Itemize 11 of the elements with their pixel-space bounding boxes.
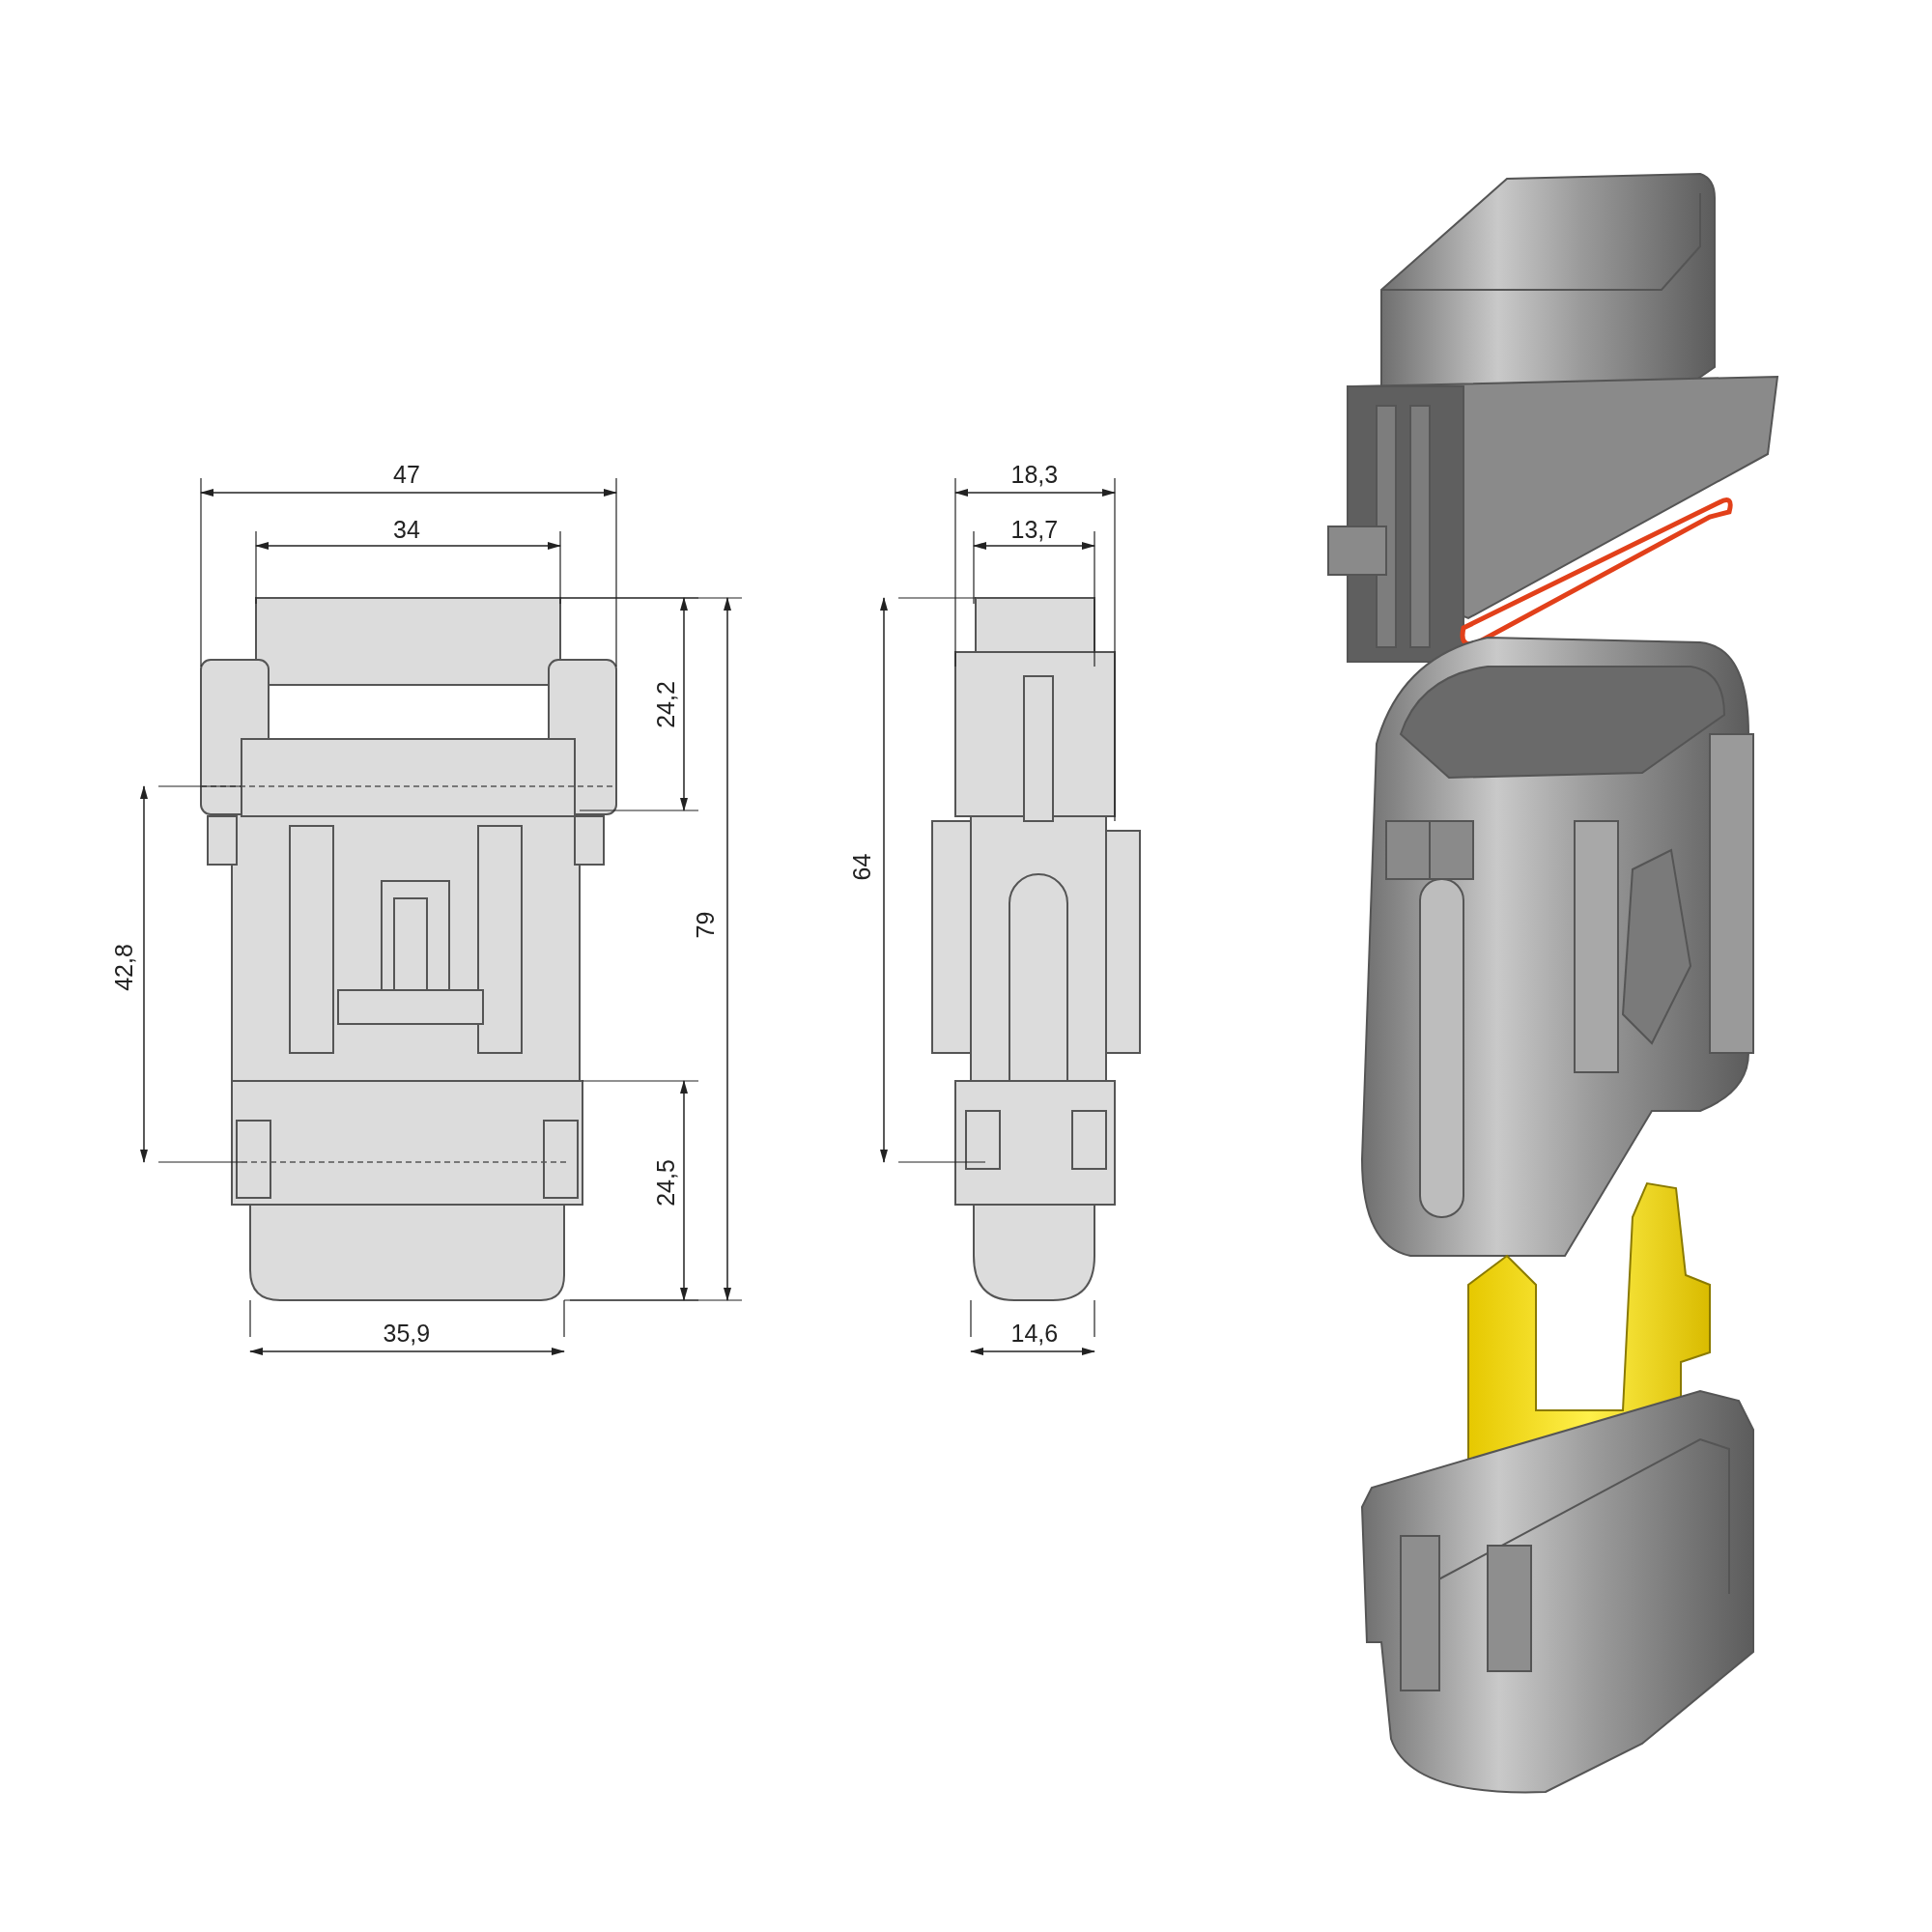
- dimension-label: 64: [850, 853, 875, 880]
- dimension-label: 13,7: [1010, 517, 1059, 542]
- dimension-label: 79: [694, 911, 719, 938]
- dimension-label: 24,5: [653, 1158, 678, 1207]
- dimension-label: 42,8: [111, 943, 136, 991]
- dimension-label: 47: [393, 462, 420, 487]
- dimension-label: 18,3: [1010, 462, 1059, 487]
- dimension-label: 24,2: [653, 680, 678, 728]
- dimension-label: 14,6: [1010, 1321, 1059, 1346]
- dimension-label: 35,9: [383, 1321, 431, 1346]
- dimension-label: 34: [393, 517, 420, 542]
